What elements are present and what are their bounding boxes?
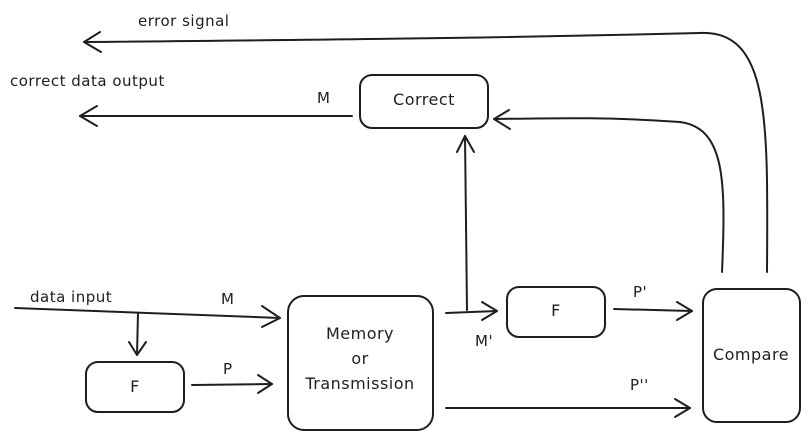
f-box-right-label: F — [551, 301, 561, 320]
compare-box-label: Compare — [713, 345, 789, 364]
f-box-right: F — [506, 286, 606, 338]
compare-box: Compare — [702, 288, 801, 423]
f-right-to-compare-arrow — [613, 301, 693, 321]
error-signal-arrow — [83, 31, 769, 273]
correct-box: Correct — [359, 74, 489, 129]
data-input-label: data input — [30, 288, 112, 306]
error-signal-label: error signal — [138, 12, 229, 30]
m-prime-to-correct-arrow — [456, 135, 475, 311]
f-box-left: F — [85, 361, 185, 413]
p-double-prime-label: P'' — [630, 376, 649, 394]
correct-box-label: Correct — [393, 90, 455, 109]
memory-to-f-right-arrow — [445, 301, 498, 321]
data-input-arrow — [14, 305, 281, 328]
memory-to-compare-arrow — [445, 398, 691, 418]
memory-label-line1: Memory — [326, 324, 394, 343]
correct-data-output-arrow — [79, 105, 353, 127]
correct-data-output-label: correct data output — [10, 72, 165, 90]
p-prime-label: P' — [633, 283, 647, 301]
memory-transmission-box: Memory or Transmission — [287, 295, 434, 431]
data-input-to-f-arrow — [128, 312, 147, 356]
f-left-to-memory-arrow — [191, 374, 273, 394]
m-top-label: M — [317, 89, 330, 107]
memory-label-line2: or — [351, 349, 368, 368]
m-input-label: M — [221, 290, 234, 308]
f-box-left-label: F — [130, 377, 140, 396]
m-prime-label: M' — [475, 332, 493, 350]
memory-label-line3: Transmission — [304, 374, 414, 393]
p-label: P — [223, 360, 233, 378]
compare-to-correct-arrow — [493, 109, 725, 273]
